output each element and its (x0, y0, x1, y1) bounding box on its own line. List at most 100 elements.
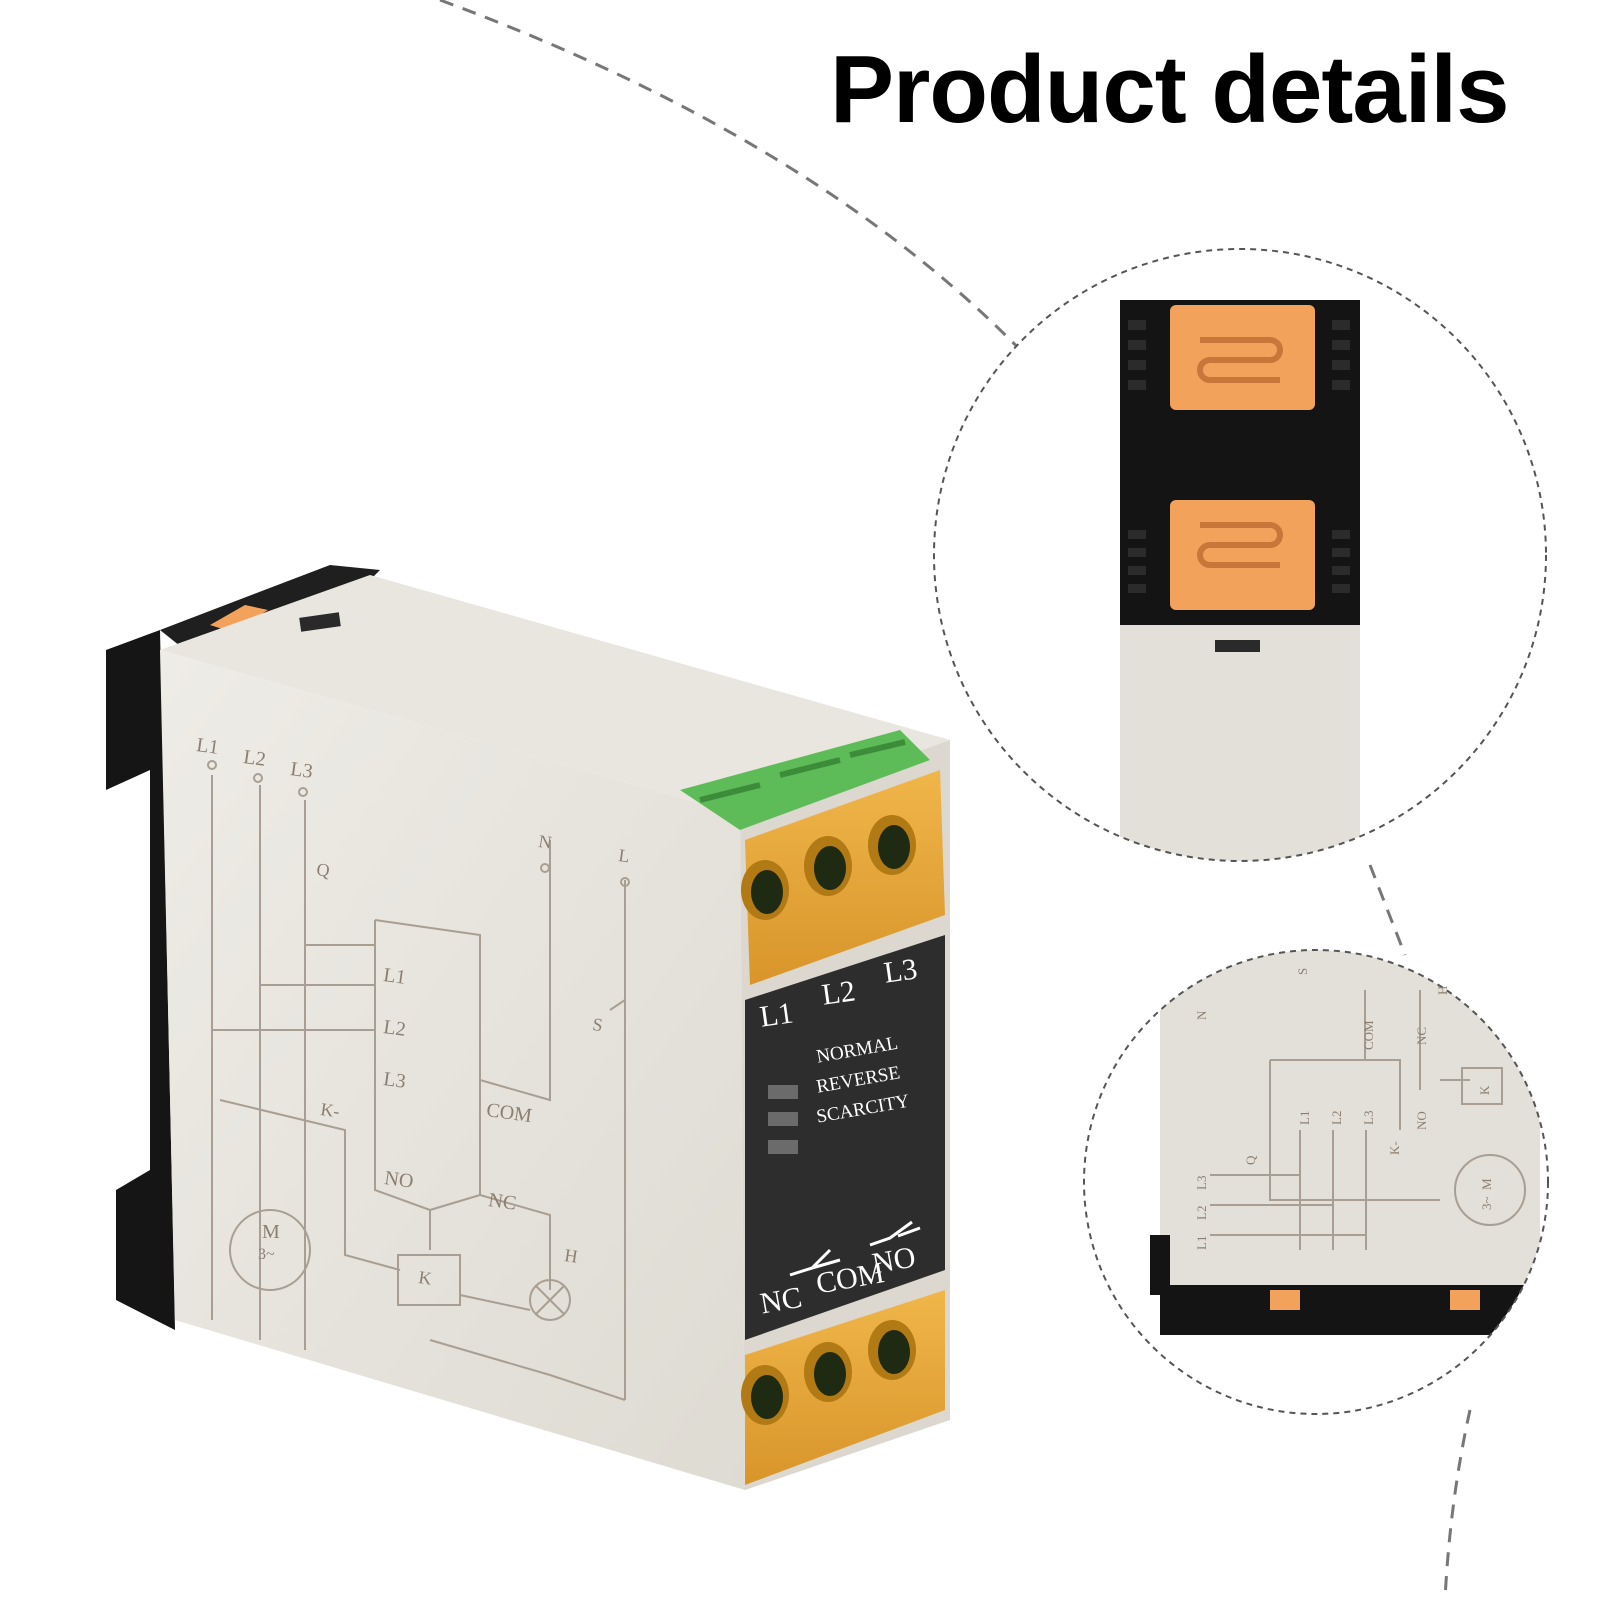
detail-label: NC (1414, 1026, 1429, 1045)
motor-phase-label: 3~ (258, 1246, 275, 1263)
indicator-leds (768, 1085, 798, 1154)
motor-symbol (229, 1209, 311, 1291)
schematic-no-label: NO (383, 1167, 415, 1193)
dashed-arc (439, 0, 1032, 362)
indicator-led (768, 1140, 798, 1154)
fin (1128, 566, 1146, 575)
orange-clip-upper (1170, 305, 1315, 410)
detail-label: NO (1414, 1111, 1429, 1130)
panel-phase-label: L1 (757, 996, 796, 1034)
vent-slot (1215, 640, 1260, 652)
schematic-wire (459, 1294, 531, 1311)
fin (1332, 548, 1350, 557)
detail-label: K- (1387, 1141, 1402, 1155)
schematic-h-label: H (563, 1245, 580, 1267)
detail-motor (1454, 1154, 1526, 1226)
detail-label: S (1295, 967, 1310, 975)
detail-label: K (1477, 1085, 1492, 1095)
fin (1128, 360, 1146, 370)
schematic-wire (479, 1080, 551, 1290)
nc-contact-symbol (789, 1248, 841, 1277)
fin (1128, 340, 1146, 350)
plug-ridges (699, 739, 906, 803)
detail-label: 3~ (1479, 1196, 1494, 1210)
fin (1128, 380, 1146, 390)
fin (1128, 530, 1146, 539)
schematic-wire (429, 1194, 481, 1211)
schematic-wire (219, 1099, 401, 1271)
schematic-input-label: L1 (382, 964, 408, 989)
schematic-wire (429, 1339, 626, 1401)
panel-contact-label: NC (757, 1280, 805, 1321)
schematic-phase-label: L2 (242, 746, 268, 771)
fin (1128, 548, 1146, 557)
page-title: Product details (830, 36, 1509, 143)
wiring-schematic (207, 760, 630, 1401)
panel-phase-label: L3 (881, 952, 920, 990)
detail-label: L3 (1361, 1110, 1376, 1125)
fin (1332, 566, 1350, 575)
housing-top (160, 575, 950, 815)
no-contact-symbol (869, 1220, 921, 1247)
detail-label: N (1194, 1010, 1209, 1020)
schematic-input-label: L2 (382, 1016, 408, 1041)
schematic-switch-label: Q (315, 859, 332, 881)
fin (1332, 320, 1350, 330)
housing-front (160, 650, 745, 1490)
terminal-dot (253, 773, 263, 783)
terminal-dot (298, 787, 308, 797)
fin (1332, 340, 1350, 350)
terminal-dot (207, 760, 217, 770)
detail-schematic (1210, 990, 1526, 1250)
schematic-phase-label: L3 (289, 758, 315, 783)
din-base (106, 630, 175, 1330)
detail-label: L2 (1329, 1110, 1344, 1125)
dashed-connector (1368, 864, 1407, 956)
plug-block (680, 730, 930, 830)
detail-label: L1 (1194, 1235, 1209, 1250)
detail-wire (1270, 1059, 1401, 1130)
relay-device (106, 565, 950, 1490)
fin (1332, 584, 1350, 593)
schematic-coil-label: K (417, 1267, 434, 1289)
detail-label: L3 (1194, 1175, 1209, 1190)
fin (1128, 320, 1146, 330)
detail-label: COM (1361, 1020, 1376, 1050)
schematic-nc-label: NC (487, 1189, 518, 1215)
schematic-wire (609, 880, 626, 1400)
indicator-led (768, 1112, 798, 1126)
detail-wire (1269, 1060, 1440, 1201)
panel-contact-label: NO (869, 1240, 919, 1281)
lamp-symbol (529, 1279, 571, 1321)
detail-label: L2 (1194, 1205, 1209, 1220)
fin (1332, 380, 1350, 390)
zoom-circle-top (933, 248, 1547, 862)
orange-clip-lower (1170, 500, 1315, 610)
detail-coil-box (1461, 1067, 1503, 1105)
terminal-dot (620, 877, 630, 887)
indicator-led (768, 1085, 798, 1099)
schematic-neutral-label: N (537, 831, 554, 853)
base-fins (1128, 320, 1350, 593)
zoom-circle-bottom (1083, 949, 1549, 1415)
relay-coil-box (397, 1254, 461, 1306)
fin (1332, 530, 1350, 539)
detail-label: H (1435, 985, 1450, 995)
din-base-top (160, 565, 380, 650)
top-slot (299, 612, 341, 632)
detail-label: Q (1243, 1155, 1258, 1165)
schematic-switch-label: K- (319, 1099, 341, 1122)
terminal-holes (741, 815, 916, 1425)
top-clip (210, 605, 268, 632)
terminal-dot (540, 863, 550, 873)
fin (1128, 584, 1146, 593)
schematic-wire (374, 920, 431, 1250)
schematic-phase-label: L1 (195, 734, 221, 759)
fin (1332, 360, 1350, 370)
schematic-input-label: L3 (382, 1068, 408, 1093)
lamp-cross (535, 1285, 565, 1315)
base-detail (1160, 1285, 1540, 1335)
detail-label: M (1479, 1178, 1494, 1190)
